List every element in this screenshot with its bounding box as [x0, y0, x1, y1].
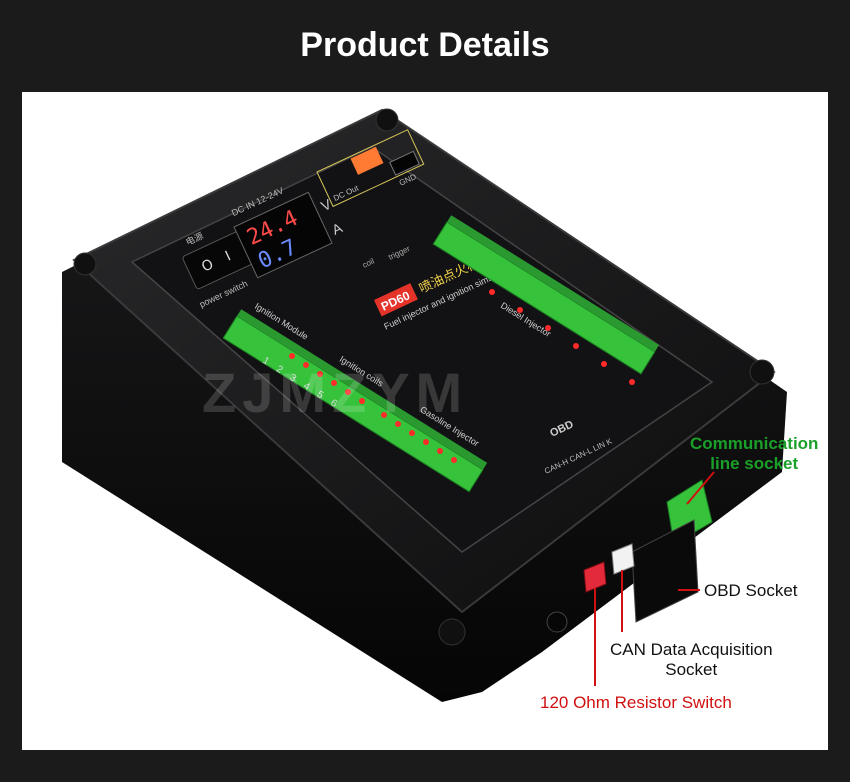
page-title: Product Details	[300, 26, 550, 64]
callout-communication-line2: line socket	[710, 454, 799, 473]
channel-4: 4	[301, 381, 312, 394]
screw	[749, 359, 775, 385]
callout-obd-socket: OBD Socket	[704, 581, 798, 600]
product-photo-panel: O I power switch 电源 24.4 0.7 V A DC IN 1…	[22, 92, 828, 750]
dc-out-connector: DC Out GND	[316, 129, 425, 208]
svg-text:I: I	[223, 248, 234, 264]
screw	[73, 252, 97, 276]
header-band: Product Details	[0, 0, 850, 92]
channel-1: 1	[260, 355, 271, 368]
channel-6: 6	[328, 398, 339, 411]
callout-communication-line1: Communication	[690, 434, 819, 453]
leader-communication	[686, 471, 715, 505]
screw	[438, 618, 466, 646]
channel-2: 2	[274, 364, 285, 377]
callout-communication: Communication line socket	[690, 434, 818, 474]
screw	[375, 108, 399, 132]
callout-can-line2: Socket	[665, 660, 718, 679]
channel-numbers: 1 2 3 4 5 6	[260, 355, 339, 410]
obd-socket	[631, 519, 699, 623]
watermark: ZJMZYM	[202, 361, 468, 424]
channel-5: 5	[315, 389, 326, 402]
callout-can-data: CAN Data Acquisition Socket	[610, 640, 773, 680]
callout-resistor-switch: 120 Ohm Resistor Switch	[540, 693, 732, 712]
dc-jack	[546, 611, 568, 633]
led-row-left	[289, 353, 457, 463]
can-socket	[611, 543, 635, 575]
channel-3: 3	[288, 372, 299, 385]
resistor-switch	[583, 561, 607, 593]
device-illustration: O I power switch 电源 24.4 0.7 V A DC IN 1…	[62, 108, 787, 702]
led-row-right	[489, 289, 635, 385]
callout-can-line1: CAN Data Acquisition	[610, 640, 773, 659]
